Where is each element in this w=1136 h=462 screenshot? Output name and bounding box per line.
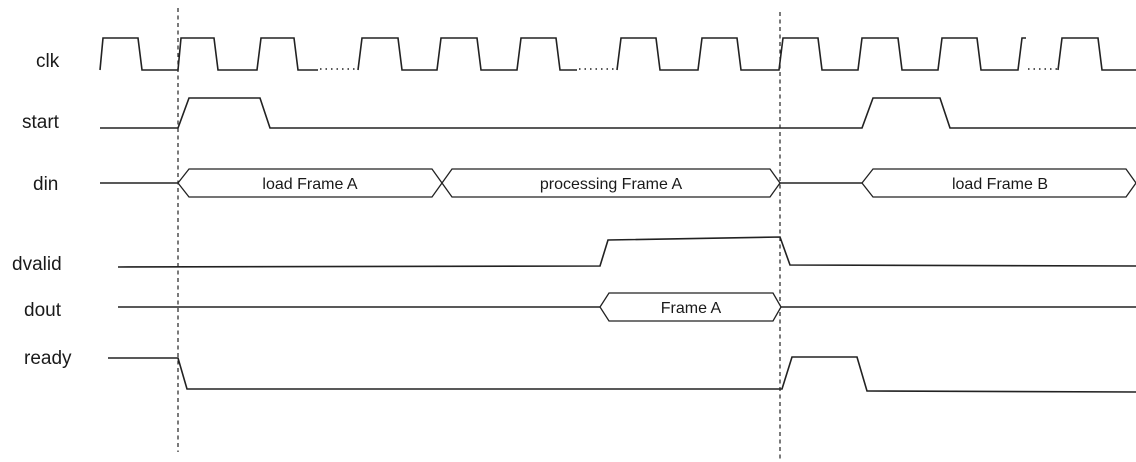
din-label-processing-frame-a: processing Frame A [540, 176, 683, 193]
ready-waveform [108, 356, 1136, 393]
clk-waveform [99, 37, 1136, 71]
dvalid-waveform [117, 236, 1136, 268]
clk-wave-segment [357, 37, 577, 71]
clk-wave-segment [616, 37, 1026, 71]
clk-wave-segment [99, 37, 318, 71]
dout-label-frame-a: Frame A [661, 300, 722, 317]
signal-label-clk: clk [36, 51, 60, 72]
signal-label-dout: dout [24, 300, 62, 321]
dout-waveform: Frame A [118, 292, 1136, 322]
signal-label-ready: ready [24, 348, 72, 369]
start-waveform [100, 97, 1136, 129]
din-label-load-frame-b: load Frame B [952, 176, 1048, 193]
din-label-load-frame-a: load Frame A [262, 176, 357, 193]
clk-wave-segment [1057, 37, 1136, 71]
signal-label-din: din [33, 174, 58, 195]
signal-label-start: start [22, 112, 60, 133]
din-waveform: load Frame A processing Frame A load Fra… [100, 168, 1136, 198]
signal-label-dvalid: dvalid [12, 254, 62, 275]
din-bus-load-frame-b [861, 168, 1136, 198]
